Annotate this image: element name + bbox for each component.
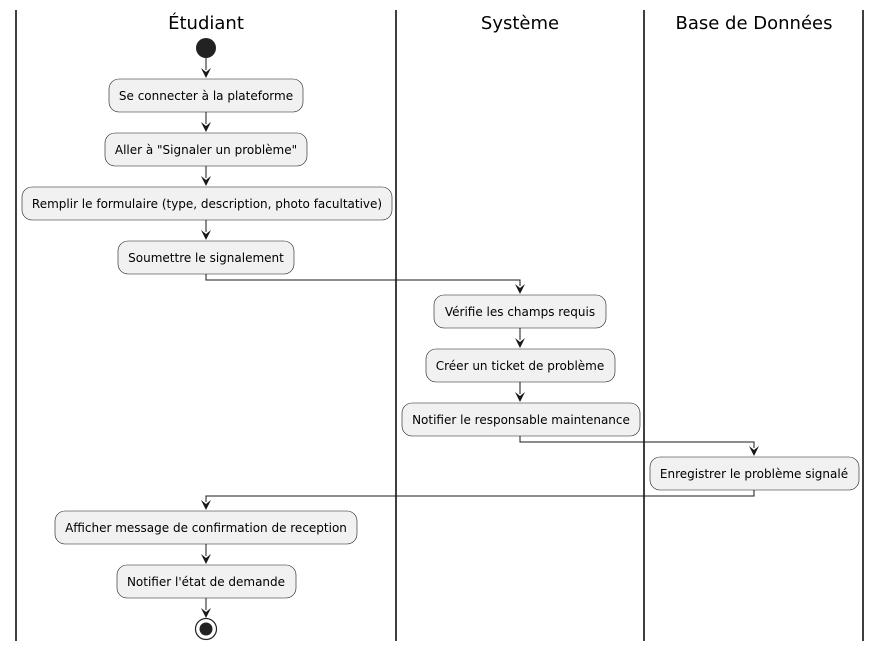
activity-verify-label: Vérifie les champs requis	[445, 305, 595, 319]
arrowhead	[749, 446, 759, 456]
arrowhead	[201, 122, 211, 132]
start-node	[196, 38, 216, 58]
activity-connect-label: Se connecter à la plateforme	[119, 89, 293, 103]
activity-notify-maintenance: Notifier le responsable maintenance	[401, 402, 641, 437]
activity-go-report: Aller à "Signaler un problème"	[104, 132, 308, 167]
activity-connect: Se connecter à la plateforme	[108, 78, 304, 113]
lane-title-system: Système	[481, 13, 559, 34]
activity-create-ticket-label: Créer un ticket de problème	[436, 359, 605, 373]
activity-submit-label: Soumettre le signalement	[128, 251, 284, 265]
activity-create-ticket: Créer un ticket de problème	[425, 348, 616, 383]
arrowhead	[201, 176, 211, 186]
activity-confirm: Afficher message de confirmation de rece…	[54, 510, 358, 545]
arrowhead	[201, 554, 211, 564]
end-node	[194, 617, 218, 641]
lane-title-database: Base de Données	[676, 13, 833, 34]
arrowhead	[515, 284, 525, 294]
activity-confirm-label: Afficher message de confirmation de rece…	[65, 521, 347, 535]
activity-notify-maintenance-label: Notifier le responsable maintenance	[412, 413, 630, 427]
arrowhead	[201, 230, 211, 240]
activity-fill-form: Remplir le formulaire (type, description…	[21, 186, 393, 221]
arrowhead	[515, 338, 525, 348]
edge-submit-verify	[205, 274, 521, 286]
arrowhead	[201, 500, 211, 510]
activity-fill-form-label: Remplir le formulaire (type, description…	[32, 197, 382, 211]
activity-notify-status: Notifier l'état de demande	[116, 564, 297, 599]
activity-submit: Soumettre le signalement	[117, 240, 295, 275]
arrowhead	[515, 392, 525, 402]
edge-record-confirm	[205, 490, 755, 502]
arrowhead	[201, 608, 211, 618]
activity-record: Enregistrer le problème signalé	[649, 456, 860, 491]
lane-title-student: Étudiant	[168, 12, 244, 34]
arrowhead	[201, 68, 211, 78]
edge-notify-record	[519, 436, 755, 448]
activity-go-report-label: Aller à "Signaler un problème"	[115, 143, 297, 157]
activity-notify-status-label: Notifier l'état de demande	[127, 575, 285, 589]
activity-record-label: Enregistrer le problème signalé	[660, 467, 848, 481]
activity-verify: Vérifie les champs requis	[433, 294, 607, 329]
